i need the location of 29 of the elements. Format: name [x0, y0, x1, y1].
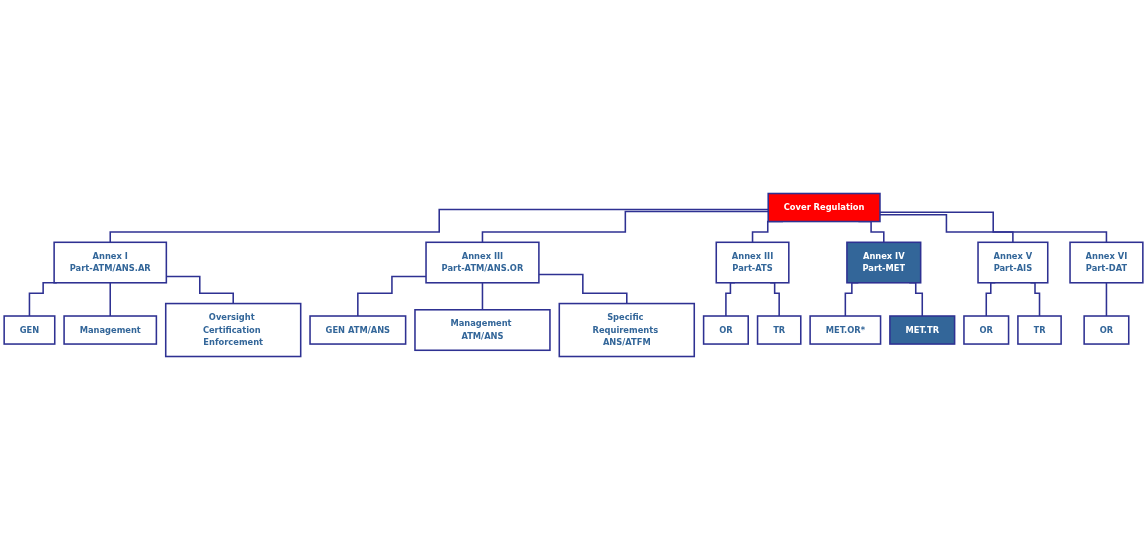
connector: [879, 213, 1014, 244]
connector: [481, 282, 484, 311]
node-box: MET.OR*: [809, 315, 882, 345]
node-box: OR: [1083, 315, 1130, 345]
node-box: Annex V Part-AIS: [977, 241, 1049, 284]
node-box: Management ATM/ANS: [414, 309, 551, 352]
connector: [357, 275, 427, 317]
node-box: Annex IV Part-MET: [846, 241, 922, 284]
node-box: Cover Regulation: [767, 192, 881, 223]
node-box: MET.TR: [889, 315, 956, 345]
node-box: OR: [702, 315, 749, 345]
node-box: Management: [63, 315, 158, 345]
node-box: Annex I Part-ATM/ANS.AR: [53, 241, 168, 284]
node-box: TR: [1017, 315, 1062, 345]
node-box: OR: [963, 315, 1010, 345]
connector: [879, 211, 1108, 244]
node-box: TR: [756, 315, 802, 345]
node-box: GEN: [3, 315, 56, 345]
connector: [109, 282, 111, 317]
node-box: Oversight Certification Enforcement: [164, 302, 302, 358]
node-box: Annex VI Part-DAT: [1069, 241, 1144, 284]
connector: [481, 210, 769, 244]
node-box: Annex III Part-ATS: [715, 241, 790, 284]
connector: [1105, 282, 1108, 317]
connector: [538, 273, 628, 305]
node-box: GEN ATM/ANS: [309, 315, 407, 345]
node-box: Specific Requirements ANS/ATFM: [558, 302, 696, 358]
node-box: Annex III Part-ATM/ANS.OR: [425, 241, 540, 284]
connector: [109, 208, 769, 244]
